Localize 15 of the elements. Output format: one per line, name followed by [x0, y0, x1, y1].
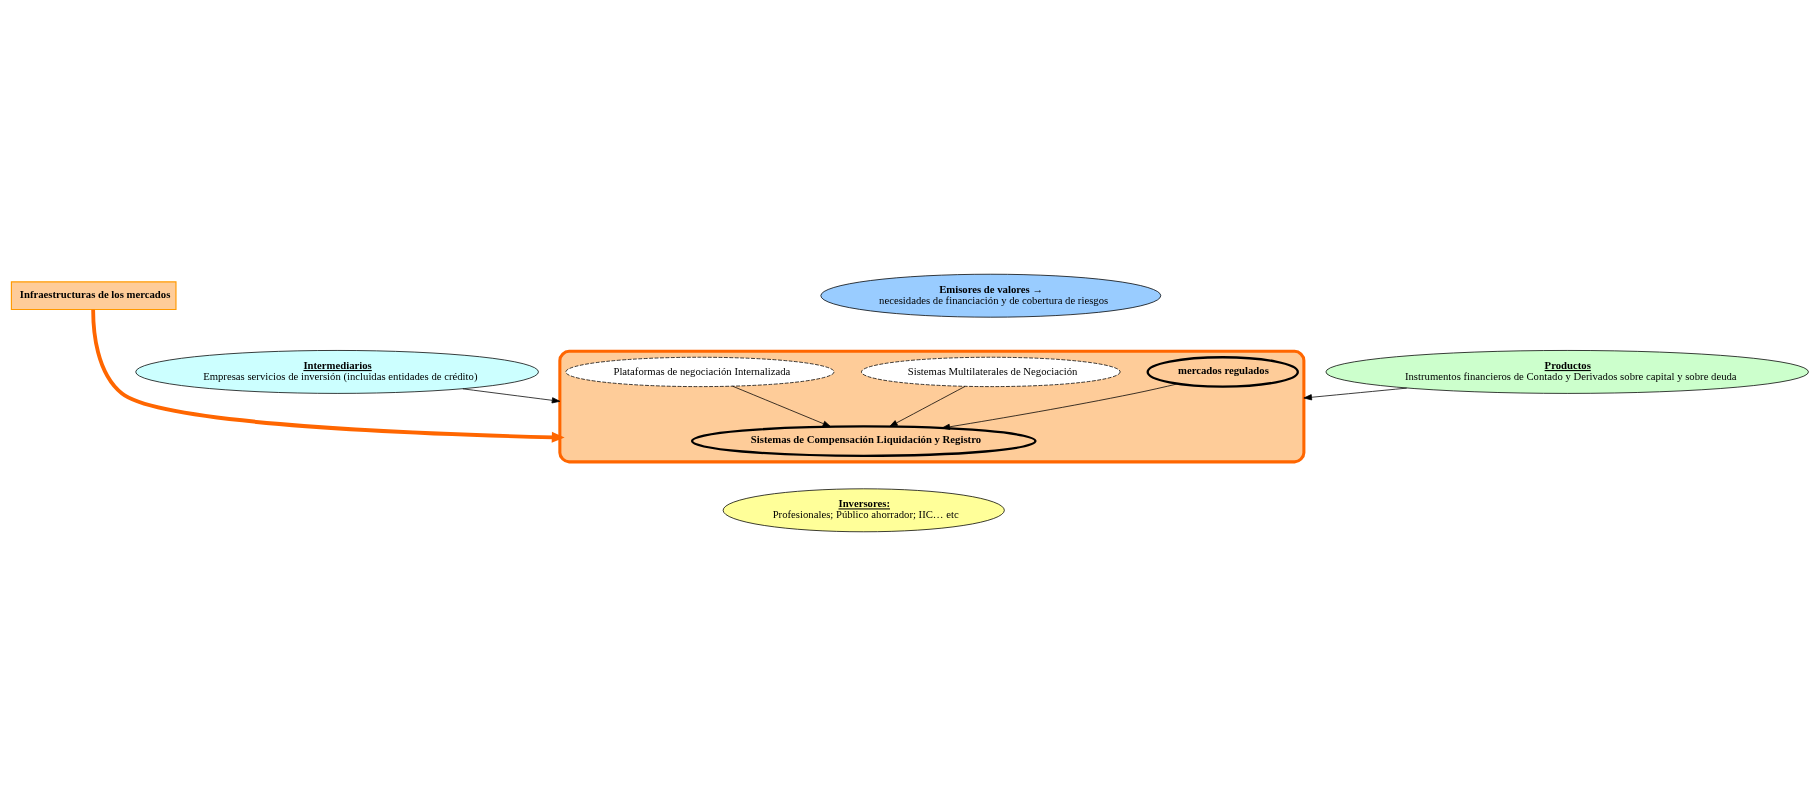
arrow [941, 382, 1179, 430]
node-ellipse: Emisores de valores → necesidades de financiación y de cobertura de riesgos [820, 273, 1162, 318]
node-ellipse: Intermediarios Empresas servicios de inversión (incluidas entidades de crédito) [135, 349, 539, 394]
arrow [732, 385, 832, 427]
node-ellipse: Productos Instrumentos financieros de Contado y Derivados sobre capital y sobre deuda [1325, 349, 1809, 394]
node-box: Infraestructuras de los mercados [10, 280, 177, 310]
arrow [462, 387, 561, 403]
arrow [889, 385, 966, 427]
cluster [558, 349, 1306, 463]
arrow [1303, 387, 1408, 400]
node-ellipse: mercados regulados [1146, 355, 1299, 388]
node-ellipse: Plataformas de negociación Internalizada [565, 356, 835, 387]
node-ellipse: Sistemas Multilaterales de Negociación [861, 356, 1121, 387]
node-ellipse: Inversores: Profesionales; Público ahorrador; IIC… etc [722, 487, 1005, 532]
arrow [91, 309, 565, 443]
